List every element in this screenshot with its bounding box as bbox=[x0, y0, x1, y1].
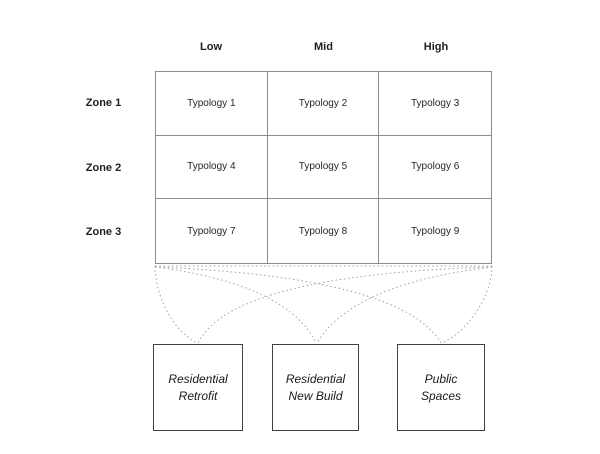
output-box-label-line: Residential bbox=[285, 371, 346, 386]
column-header-high: High bbox=[423, 41, 449, 53]
output-box-label-line: Retrofit bbox=[178, 388, 218, 403]
zone-label-3: Zone 3 bbox=[85, 226, 122, 238]
output-box-residential-retrofit: Residential Retrofit bbox=[153, 344, 243, 431]
output-box-label-line: New Build bbox=[288, 388, 343, 403]
output-box-label-line: Spaces bbox=[420, 388, 462, 403]
output-box-label-line: Residential bbox=[168, 371, 228, 386]
connector-left-to-box1 bbox=[154, 265, 198, 344]
output-box-residential-new-build: Residential New Build bbox=[272, 344, 359, 431]
matrix-cell-typology-2: Typology 2 bbox=[267, 72, 380, 136]
matrix-cell-typology-3: Typology 3 bbox=[379, 72, 491, 136]
connector-left-to-box3 bbox=[154, 266, 442, 344]
matrix-cell-typology-1: Typology 1 bbox=[156, 72, 268, 136]
column-header-low: Low bbox=[200, 41, 222, 53]
matrix-cell-typology-7: Typology 7 bbox=[156, 199, 268, 263]
matrix-cell-typology-6: Typology 6 bbox=[379, 136, 491, 200]
matrix-cell-typology-8: Typology 8 bbox=[268, 199, 380, 263]
connector-right-to-box3 bbox=[441, 265, 493, 344]
connector-right-to-box1 bbox=[197, 266, 493, 344]
output-box-label-line: Public bbox=[424, 371, 458, 386]
matrix-cell-typology-5: Typology 5 bbox=[267, 135, 380, 200]
zone-label-2: Zone 2 bbox=[85, 161, 122, 174]
matrix-cell-typology-9: Typology 9 bbox=[410, 225, 460, 237]
column-header-mid: Mid bbox=[314, 41, 333, 53]
connector-left-to-box2 bbox=[154, 266, 317, 344]
connector-right-to-box2 bbox=[316, 266, 493, 344]
zone-label-1: Zone 1 bbox=[85, 97, 122, 109]
typology-matrix: Typology 1 Typology 2 Typology 3 Typolog… bbox=[155, 71, 492, 264]
matrix-cell-typology-4: Typology 4 bbox=[156, 135, 268, 200]
output-box-public-spaces: Public Spaces bbox=[397, 344, 485, 431]
